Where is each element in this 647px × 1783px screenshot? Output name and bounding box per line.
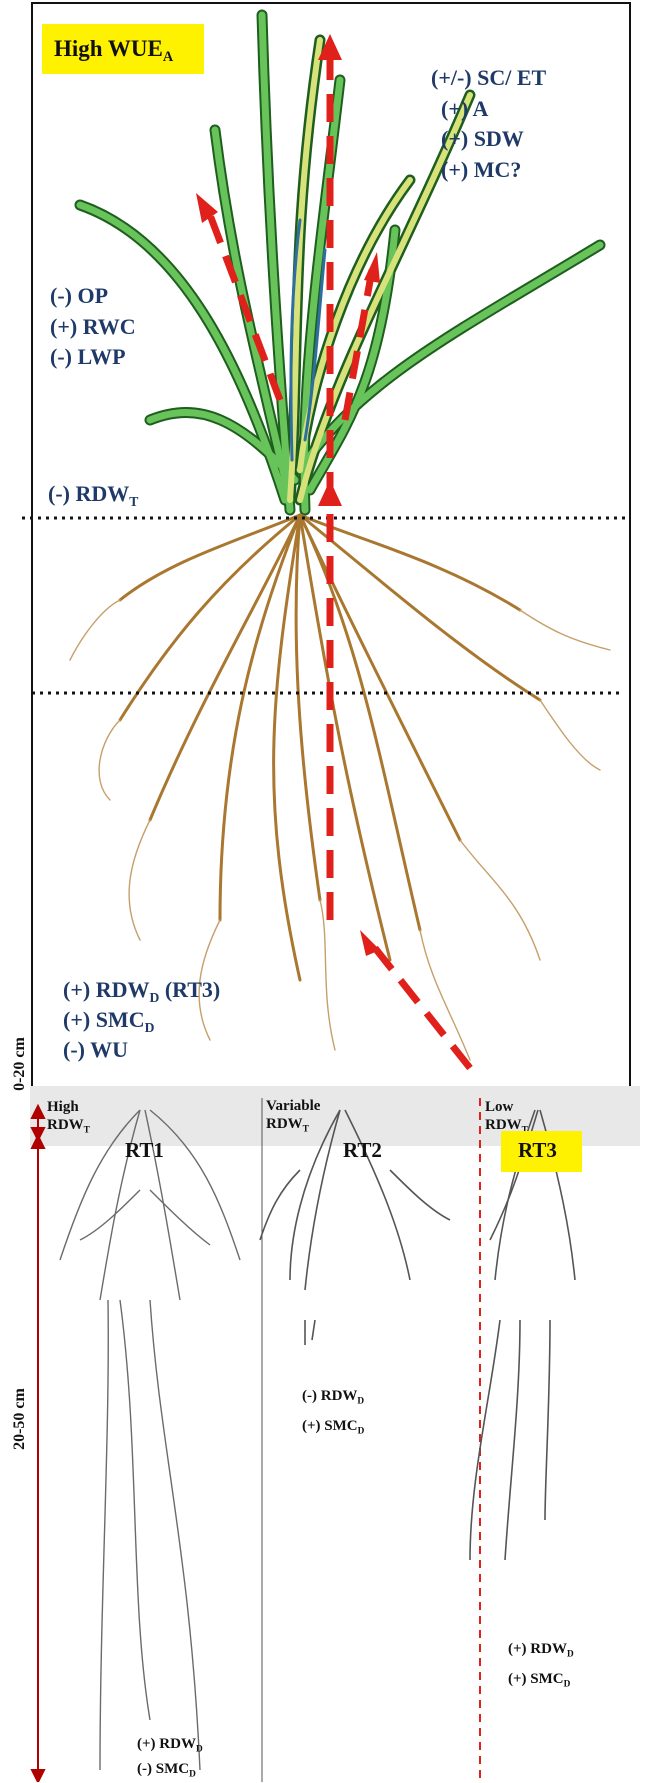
rt3-note-smc: (+) SMCD (508, 1670, 570, 1693)
central-arrow-head-2 (318, 480, 342, 506)
label-a: (+) A (441, 96, 488, 122)
label-rdw-d-rt3: (+) RDWD (RT3) (63, 977, 220, 1006)
bottom-flow-arrow (375, 948, 470, 1068)
rt3-roots (470, 1110, 575, 1560)
rt1-name: RT1 (125, 1138, 164, 1163)
label-sdw: (+) SDW (441, 126, 524, 152)
rt1-note-smc: (-) SMCD (137, 1760, 196, 1783)
depth-label-bottom: 20-50 cm (11, 1374, 29, 1464)
label-rwc: (+) RWC (50, 314, 136, 340)
label-rdw-t: (-) RDWT (48, 481, 138, 510)
rt3-note-rdw: (+) RDWD (508, 1640, 574, 1663)
rt1-roots (60, 1110, 240, 1770)
rt3-name: RT3 (518, 1138, 557, 1163)
label-sc-et: (+/-) SC/ ET (431, 65, 546, 91)
figure-title: High WUEA (54, 36, 173, 66)
label-smc-d: (+) SMCD (63, 1007, 154, 1036)
rt2-note-smc: (+) SMCD (302, 1417, 364, 1440)
label-lwp: (-) LWP (50, 344, 126, 370)
label-op: (-) OP (50, 283, 108, 309)
depth-axis (32, 1106, 44, 1782)
depth-label-top: 0-20 cm (11, 1024, 29, 1104)
rt2-name: RT2 (343, 1138, 382, 1163)
label-wu: (-) WU (63, 1037, 128, 1063)
rt1-note-rdw: (+) RDWD (137, 1735, 203, 1758)
label-mc: (+) MC? (441, 157, 521, 183)
rt2-note-rdw: (-) RDWD (302, 1387, 364, 1410)
